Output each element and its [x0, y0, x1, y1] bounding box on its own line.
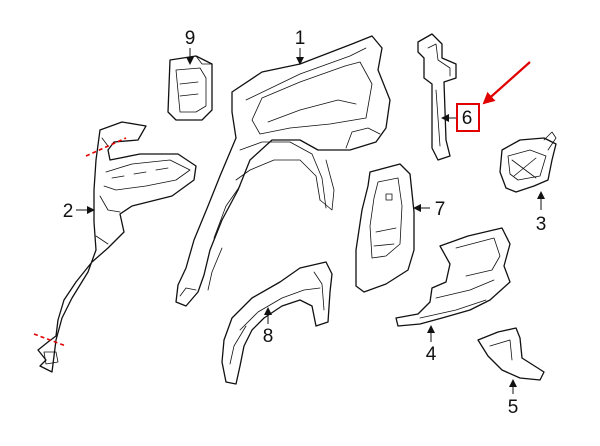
- callout-3: 3: [536, 214, 547, 235]
- red-pointer-arrow-icon: [482, 61, 531, 105]
- callout-6: 6: [462, 108, 473, 129]
- callout-5: 5: [508, 397, 519, 418]
- part-9-bracket[interactable]: [167, 55, 213, 121]
- part-2-pillar-rail[interactable]: [37, 121, 197, 373]
- callout-6-highlight-box: [456, 103, 480, 132]
- part-1-quarter-panel-inner[interactable]: [175, 35, 391, 307]
- part-4-floor-extension[interactable]: [395, 227, 511, 327]
- callout-9: 9: [185, 28, 196, 49]
- part-5-end-cap[interactable]: [477, 327, 545, 381]
- part-3-gusset-bracket[interactable]: [499, 131, 557, 193]
- callout-1: 1: [295, 28, 306, 49]
- cut-line-upper: [85, 137, 127, 157]
- part-7-bracket-panel[interactable]: [355, 163, 415, 293]
- part-8-wheelhouse[interactable]: [221, 261, 333, 385]
- callout-4: 4: [426, 344, 437, 365]
- callout-7: 7: [435, 199, 446, 220]
- callout-8: 8: [263, 326, 274, 347]
- cut-line-lower: [33, 333, 67, 347]
- part-6-pillar-reinforcement[interactable]: [417, 33, 457, 161]
- callout-2: 2: [63, 201, 74, 222]
